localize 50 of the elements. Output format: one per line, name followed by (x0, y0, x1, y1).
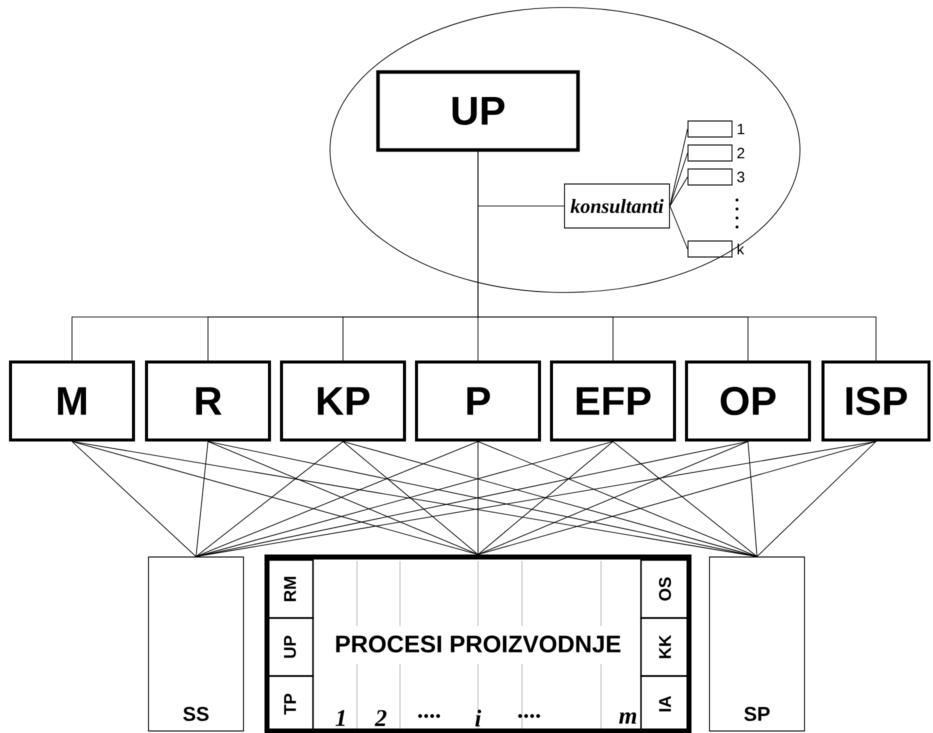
connector-line (196, 441, 614, 557)
unit-box: M (9, 360, 135, 442)
column-number: 2 (374, 710, 386, 726)
connector-line (196, 441, 344, 557)
unit-box: P (415, 360, 541, 442)
small-box (688, 144, 732, 162)
small-box (688, 168, 732, 186)
connector-line (670, 128, 688, 206)
item-number: 1 (738, 124, 744, 134)
connector-line (196, 441, 208, 557)
connector-line (72, 441, 196, 557)
small-box (688, 240, 732, 258)
connector-line (478, 441, 876, 555)
column-number: 1 (336, 710, 345, 726)
item-number: k (738, 244, 744, 254)
connector-line (342, 441, 478, 555)
side-box: SS (148, 556, 244, 732)
connector-line (612, 441, 758, 557)
side-cell: TP (266, 675, 314, 733)
connector-line (670, 206, 688, 250)
item-number: 3 (737, 172, 744, 182)
manager-box: UP (376, 70, 580, 152)
connector-line (478, 441, 614, 555)
column-number: .... (418, 714, 440, 718)
connector-line (478, 151, 876, 361)
consultant-box: konsultanti (564, 184, 670, 228)
side-box: SP (709, 556, 805, 732)
column-number: .... (518, 714, 540, 718)
connector-line (670, 152, 688, 206)
cloud-outline (330, 7, 800, 293)
connector-line (196, 441, 876, 557)
side-cell: UP (266, 617, 314, 677)
connector-line (756, 441, 876, 557)
unit-box: KP (280, 360, 406, 442)
side-cell: IA (640, 675, 690, 733)
unit-box: EFP (550, 360, 676, 442)
unit-box: OP (685, 360, 811, 442)
connector-line (670, 176, 688, 206)
side-cell: KK (640, 617, 690, 677)
side-cell: RM (266, 559, 314, 619)
item-number: 2 (737, 148, 744, 158)
small-box (688, 120, 732, 138)
unit-box: ISP (822, 360, 931, 442)
unit-box: R (145, 360, 271, 442)
connector-line (748, 441, 758, 557)
connector-line (72, 441, 478, 555)
column-number: m (619, 712, 636, 724)
side-cell: OS (640, 559, 690, 619)
column-number: i (475, 710, 482, 726)
connector-line (342, 441, 758, 557)
